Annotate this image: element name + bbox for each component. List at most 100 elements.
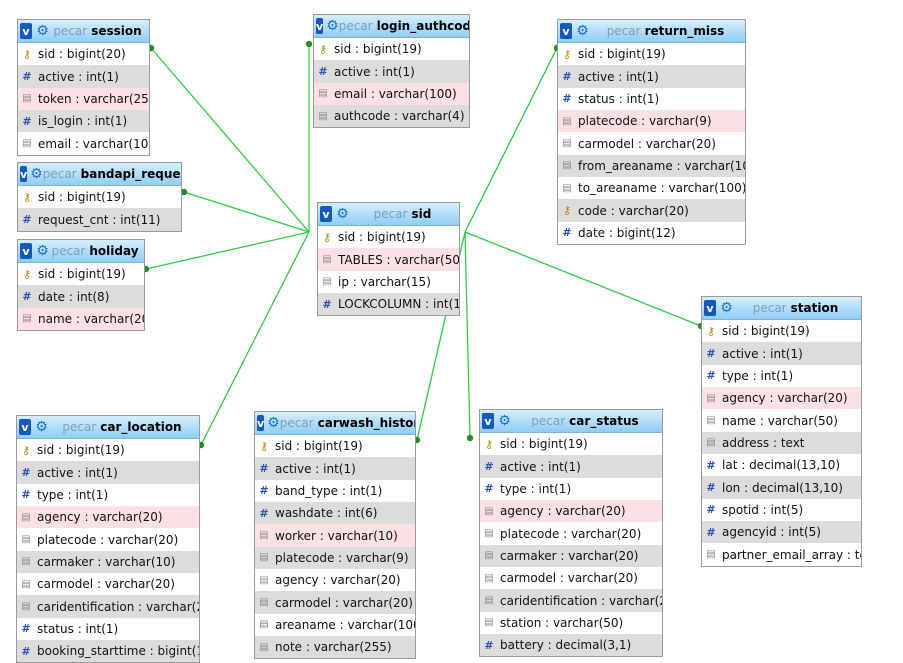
column-row[interactable]: ▤note : varchar(255) (255, 636, 415, 659)
gear-icon[interactable]: ⚙ (36, 22, 49, 39)
column-row[interactable]: #status : int(1) (558, 88, 745, 110)
column-row[interactable]: #date : bigint(12) (558, 222, 745, 244)
column-row[interactable]: ▤to_areaname : varchar(100) (558, 177, 745, 199)
column-row[interactable]: #is_login : int(1) (18, 110, 149, 133)
column-row[interactable]: ▤platecode : varchar(20) (480, 522, 662, 544)
column-row[interactable]: ▤address : text (702, 431, 861, 455)
v-toggle-icon[interactable]: v (560, 23, 572, 39)
v-toggle-icon[interactable]: v (316, 18, 324, 34)
gear-icon[interactable]: ⚙ (326, 17, 339, 34)
relation-endpoint-login_authcode[interactable] (305, 40, 313, 48)
column-row[interactable]: ▤from_areaname : varchar(100) (558, 154, 745, 178)
column-row[interactable]: #type : int(1) (480, 478, 662, 500)
column-row[interactable]: ▤agency : varchar(20) (17, 506, 199, 529)
column-row[interactable]: #spotid : int(5) (702, 499, 861, 521)
column-row[interactable]: #agencyid : int(5) (702, 521, 861, 544)
column-row[interactable]: #active : int(1) (18, 65, 149, 88)
column-row[interactable]: ⚷sid : bigint(19) (18, 263, 144, 285)
column-row[interactable]: #battery : decimal(3,1) (480, 634, 662, 657)
relation-endpoint-bandapi_request[interactable] (180, 188, 188, 196)
column-row[interactable]: ⚷sid : bigint(20) (18, 43, 149, 65)
column-row[interactable]: ▤worker : varchar(10) (255, 524, 415, 547)
column-row[interactable]: ⚷sid : bigint(19) (255, 435, 415, 457)
column-row[interactable]: ⚷sid : bigint(19) (17, 439, 199, 461)
column-row[interactable]: #lon : decimal(13,10) (702, 476, 861, 499)
v-toggle-icon[interactable]: v (20, 23, 32, 39)
column-row[interactable]: ⚷sid : bigint(19) (702, 320, 861, 342)
column-row[interactable]: ▤caridentification : varchar(27) (17, 595, 199, 618)
gear-icon[interactable]: ⚙ (36, 242, 49, 259)
gear-icon[interactable]: ⚙ (720, 299, 733, 316)
column-row[interactable]: ▤partner_email_array : text (702, 543, 861, 565)
column-row[interactable]: ▤email : varchar(100) (314, 82, 469, 106)
column-row[interactable]: #active : int(1) (255, 457, 415, 480)
column-row[interactable]: ▤carmodel : varchar(20) (480, 567, 662, 589)
v-toggle-icon[interactable]: v (19, 419, 31, 435)
column-row[interactable]: ▤caridentification : varchar(27) (480, 589, 662, 612)
column-row[interactable]: ▤agency : varchar(20) (480, 500, 662, 523)
column-row[interactable]: ▤carmodel : varchar(20) (17, 573, 199, 595)
column-row[interactable]: ▤carmaker : varchar(20) (480, 544, 662, 568)
gear-icon[interactable]: ⚙ (35, 418, 48, 435)
relation-endpoint-car_status[interactable] (466, 434, 474, 442)
v-toggle-icon[interactable]: v (482, 413, 494, 429)
v-toggle-icon[interactable]: v (257, 415, 265, 431)
gear-icon[interactable]: ⚙ (498, 412, 511, 429)
gear-icon[interactable]: ⚙ (30, 165, 43, 182)
column-row[interactable]: ⚷sid : bigint(19) (558, 43, 745, 65)
column-row[interactable]: ▤platecode : varchar(20) (17, 528, 199, 550)
column-row[interactable]: ▤TABLES : varchar(50) (318, 248, 459, 271)
column-row[interactable]: #LOCKCOLUMN : int(1) (318, 293, 459, 316)
column-row[interactable]: #active : int(1) (558, 65, 745, 88)
column-row[interactable]: ▤carmodel : varchar(20) (255, 591, 415, 614)
column-row[interactable]: #date : int(8) (18, 285, 144, 308)
column-row[interactable]: ▤ip : varchar(15) (318, 271, 459, 293)
column-row[interactable]: ▤agency : varchar(20) (702, 387, 861, 410)
column-row[interactable]: ⚷sid : bigint(19) (480, 433, 662, 455)
column-row[interactable]: #washdate : int(6) (255, 502, 415, 525)
column-row[interactable]: ▤platecode : varchar(9) (255, 546, 415, 570)
column-row[interactable]: ▤email : varchar(100) (18, 132, 149, 154)
column-row[interactable]: #booking_starttime : bigint(14) (17, 640, 199, 663)
column-row[interactable]: #active : int(1) (314, 60, 469, 83)
column-row[interactable]: ▤agency : varchar(20) (255, 569, 415, 591)
column-row[interactable]: #active : int(1) (480, 455, 662, 478)
column-row[interactable]: ▤authcode : varchar(4) (314, 105, 469, 128)
v-toggle-icon[interactable]: v (20, 166, 28, 182)
gear-icon[interactable]: ⚙ (336, 205, 349, 222)
column-row[interactable]: #band_type : int(1) (255, 480, 415, 502)
column-row[interactable]: #type : int(1) (17, 484, 199, 506)
column-row[interactable]: #request_cnt : int(11) (18, 208, 181, 231)
column-row[interactable]: ▤carmaker : varchar(10) (17, 550, 199, 574)
column-row[interactable]: #active : int(1) (17, 461, 199, 484)
column-row[interactable]: ▤name : varchar(20) (18, 307, 144, 331)
v-toggle-icon[interactable]: v (704, 300, 716, 316)
column-row[interactable]: ⚷sid : bigint(19) (314, 38, 469, 60)
column-row[interactable]: ▤platecode : varchar(9) (558, 110, 745, 133)
column-row[interactable]: ⚷sid : bigint(19) (318, 226, 459, 248)
column-row[interactable]: ⚷sid : bigint(19) (18, 186, 181, 208)
column-row[interactable]: #lat : decimal(13,10) (702, 454, 861, 476)
v-toggle-icon[interactable]: v (320, 206, 332, 222)
gear-icon[interactable]: ⚙ (267, 414, 280, 431)
column-row[interactable]: ▤station : varchar(50) (480, 612, 662, 634)
column-row[interactable]: ▤areaname : varchar(100) (255, 614, 415, 636)
